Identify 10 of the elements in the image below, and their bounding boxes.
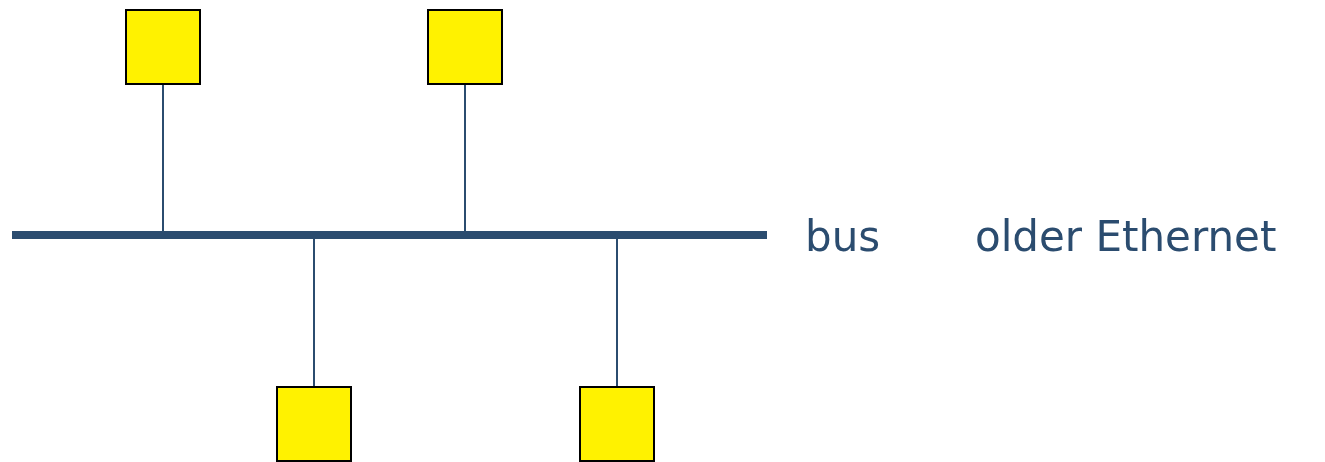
- connector-line: [616, 238, 618, 387]
- connector-line: [162, 84, 164, 232]
- station-box: [427, 9, 503, 85]
- station-box: [579, 386, 655, 462]
- bus-label: bus: [805, 216, 881, 258]
- network-type-label: older Ethernet: [975, 216, 1277, 258]
- connector-line: [313, 238, 315, 387]
- station-box: [276, 386, 352, 462]
- connector-line: [464, 84, 466, 232]
- station-box: [125, 9, 201, 85]
